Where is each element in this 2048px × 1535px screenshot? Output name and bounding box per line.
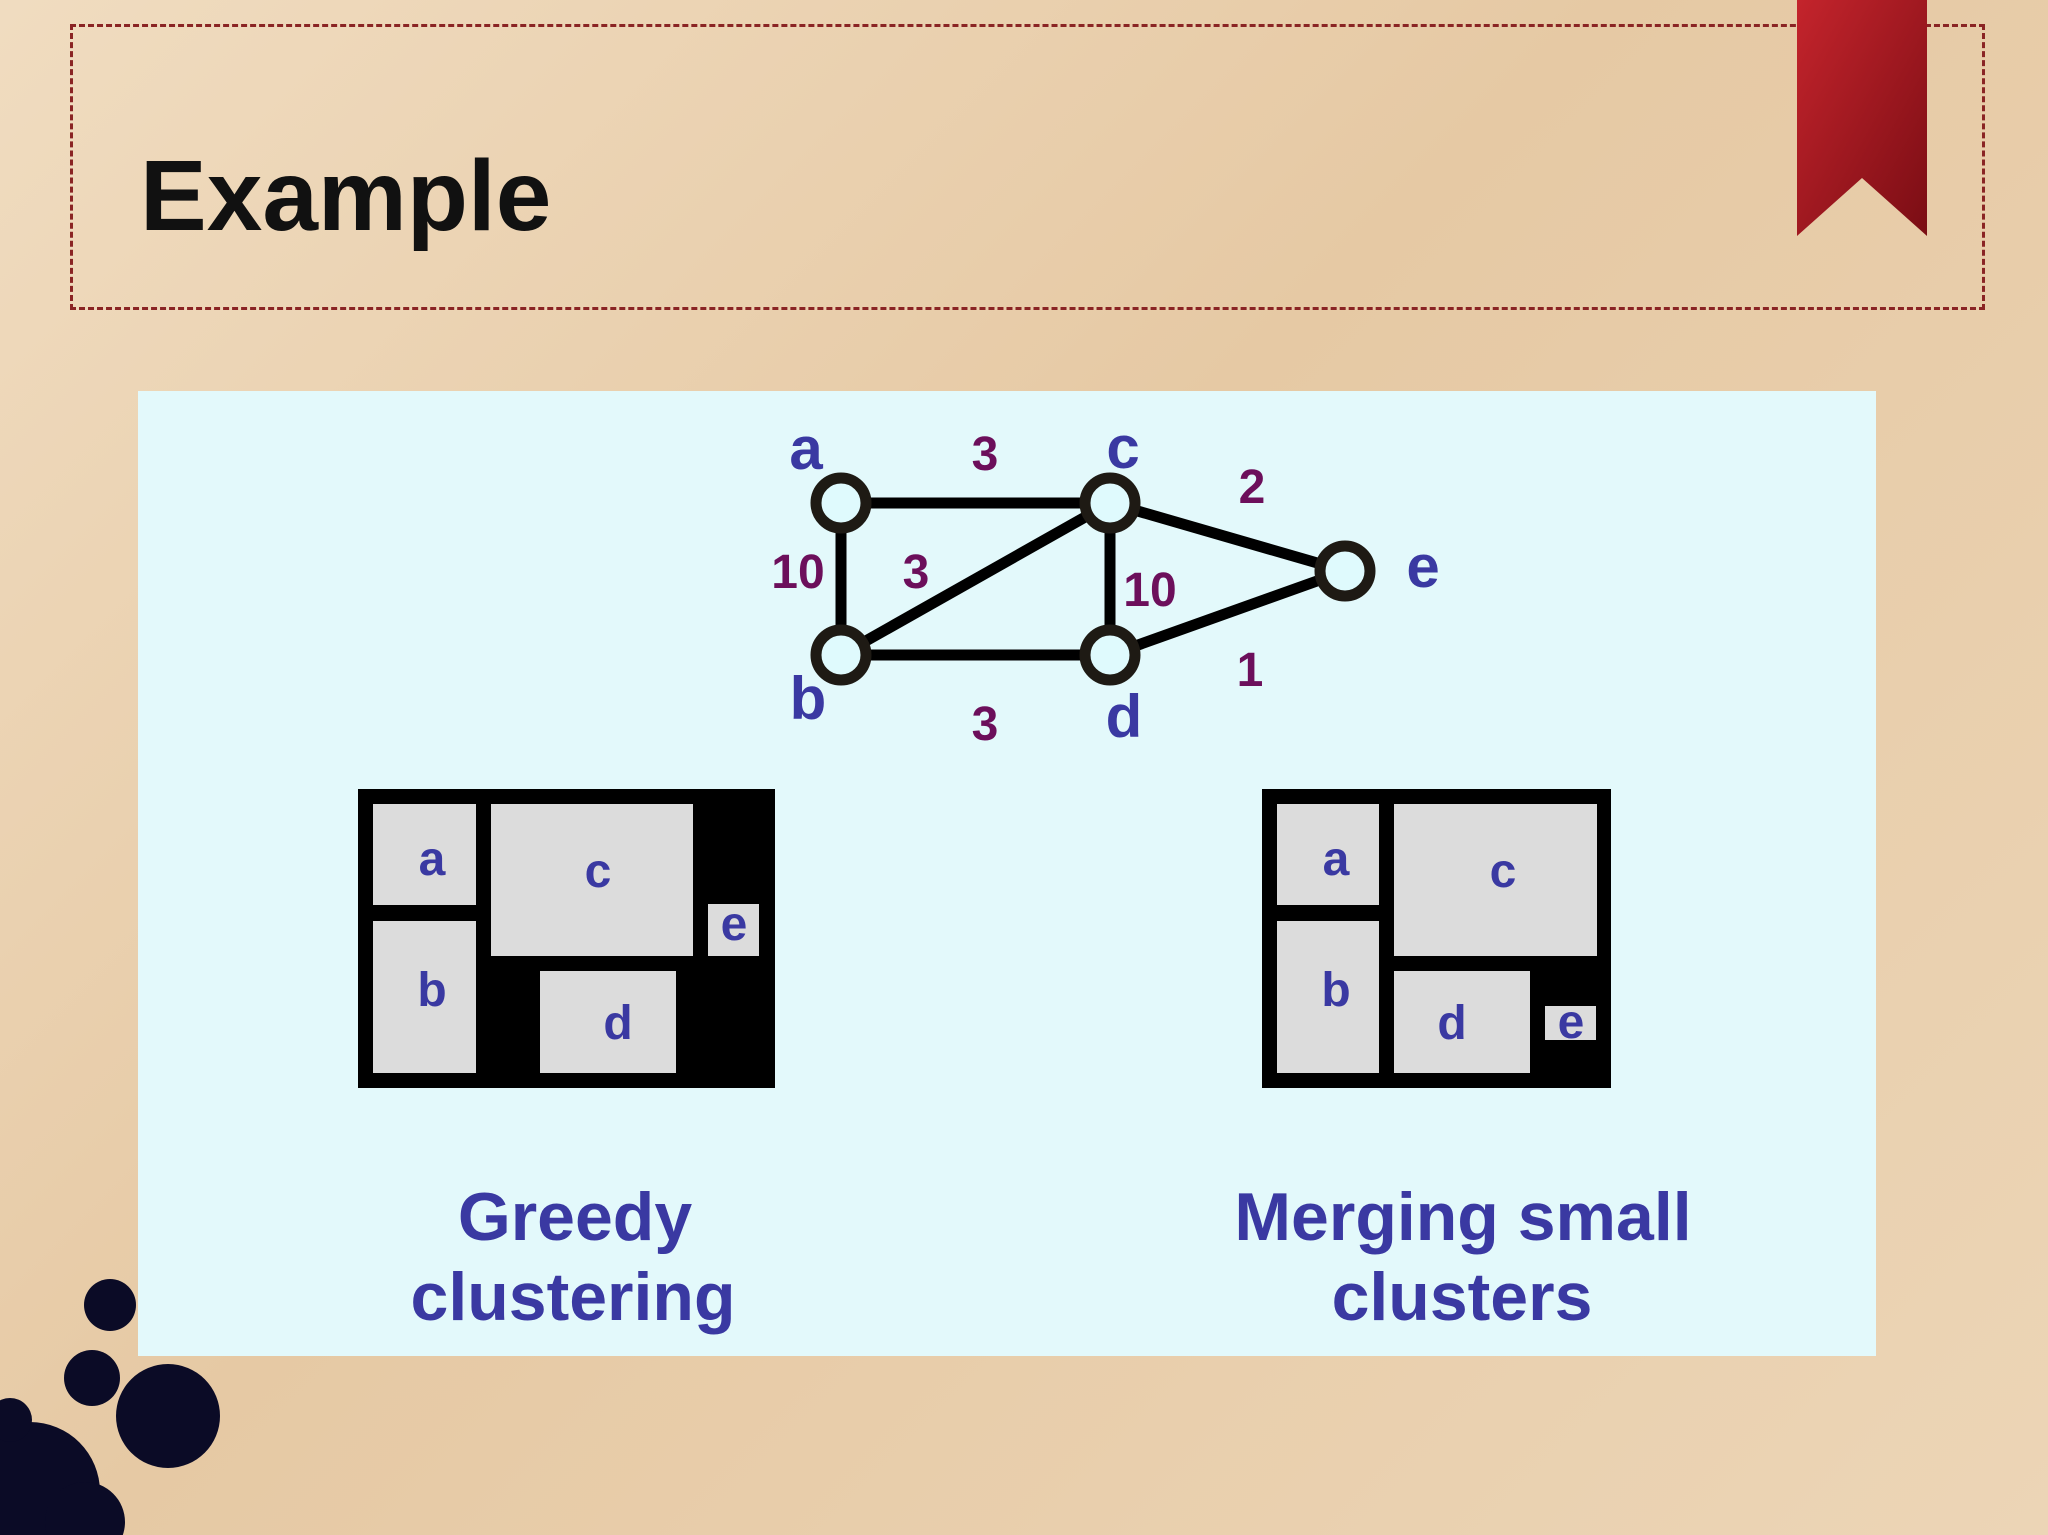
cell-label-e: e — [721, 898, 748, 951]
caption-greedy-line1: Greedy — [458, 1179, 693, 1255]
cell-e — [1545, 1006, 1596, 1040]
edge-weights: 3 10 3 10 3 2 1 — [771, 428, 1265, 751]
node-e — [1314, 540, 1376, 602]
node-label-d: d — [1106, 683, 1143, 750]
node-label-c: c — [1106, 414, 1139, 481]
edge-b-c — [838, 498, 1113, 660]
caption-merging-line1: Merging small — [1234, 1179, 1691, 1255]
cell-b — [1277, 921, 1379, 1073]
cell-d — [1394, 971, 1530, 1073]
cell-label-c: c — [585, 845, 612, 898]
slide-title: Example — [140, 140, 552, 252]
node-label-b: b — [790, 665, 827, 732]
graph-nodes — [810, 472, 1376, 686]
cell-label-d: d — [1437, 997, 1466, 1050]
cell-d — [540, 971, 676, 1073]
edge-c-e — [1108, 497, 1347, 577]
cell-label-c: c — [1490, 845, 1517, 898]
node-label-e: e — [1406, 533, 1439, 600]
merging-small-clusters-layout: a b c d e Merging small clusters — [1234, 789, 1692, 1335]
node-b — [810, 624, 872, 686]
cell-label-a: a — [419, 833, 446, 886]
edge-weight-a-c: 3 — [972, 428, 999, 481]
cell-b — [373, 921, 476, 1073]
cell-label-e: e — [1558, 996, 1585, 1049]
node-labels: a b c d e — [789, 414, 1439, 750]
node-d — [1079, 624, 1141, 686]
ink-splatter-decoration — [0, 1279, 220, 1535]
edge-weight-c-d: 10 — [1123, 564, 1176, 617]
node-label-a: a — [789, 415, 823, 482]
edge-weight-d-e: 1 — [1237, 644, 1264, 697]
caption-merging-line2: clusters — [1332, 1259, 1593, 1335]
graph: 3 10 3 10 3 2 1 a b c d e — [771, 414, 1439, 751]
bookmark-ribbon-icon — [1797, 0, 1927, 236]
caption-greedy-line2: clustering — [411, 1259, 736, 1335]
cell-c — [1394, 804, 1597, 956]
title-frame — [70, 24, 1985, 310]
cell-c — [491, 804, 693, 956]
edge-d-e — [1108, 565, 1347, 661]
edge-weight-c-e: 2 — [1239, 461, 1266, 514]
cell-e — [708, 904, 759, 956]
node-a — [810, 472, 872, 534]
edge-weight-a-b: 10 — [771, 546, 824, 599]
cell-a — [1277, 804, 1379, 905]
cell-label-d: d — [603, 997, 632, 1050]
edge-weight-b-d: 3 — [972, 698, 999, 751]
cell-label-b: b — [417, 964, 446, 1017]
node-c — [1079, 472, 1141, 534]
edge-weight-b-c: 3 — [903, 546, 930, 599]
cell-a — [373, 804, 476, 905]
cell-label-b: b — [1321, 964, 1350, 1017]
cell-label-a: a — [1323, 833, 1350, 886]
greedy-clustering-layout: a b c d e Greedy clustering — [358, 789, 775, 1335]
